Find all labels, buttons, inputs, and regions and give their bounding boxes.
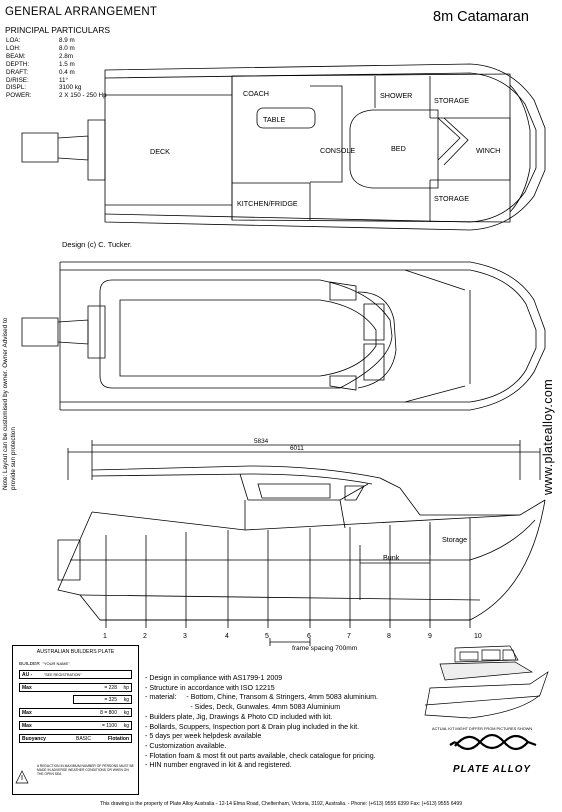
frame-number: 7 [347,633,351,640]
note-item: - 5 days per week helpdesk available [145,732,262,741]
plan-label-table: TABLE [263,115,285,124]
warning-triangle-icon [15,770,29,784]
dimension-6011: 6011 [290,445,304,452]
frame-number: 2 [143,633,147,640]
plan-label-storage-top: STORAGE [434,96,469,105]
plan-label-shower: SHOWER [380,91,412,100]
frame-spacing-label: frame spacing 700mm [292,645,358,652]
particular-row: BEAM:2.8m [6,52,73,60]
note-item: - Design in compliance with AS1799-1 200… [145,674,283,682]
frame-number: 1 [103,633,107,640]
plan-label-kitchen: KITCHEN/FRIDGE [237,199,298,208]
frame-number: 6 [307,633,311,640]
model-title: 8m Catamaran [433,9,529,25]
profile-view [57,440,546,646]
note-item: - Flotation foam & most fit out parts av… [145,751,376,760]
boat-render-sketch [424,645,549,719]
plan-label-storage-bottom: STORAGE [434,194,469,203]
particular-row: D/RISE:11° [6,76,69,84]
frame-number: 4 [225,633,229,640]
plan-label-winch: WINCH [476,146,500,155]
frame-number: 10 [474,633,482,640]
particular-row: DRAFT:0.4 m [6,68,75,76]
note-item: - Bollards, Scuppers, Inspection port & … [145,722,360,731]
frame-number: 3 [183,633,187,640]
particulars-table: LOA:8.9 m LOH:8.0 m BEAM:2.8m DEPTH:1.5 … [6,37,107,100]
note-item: - Sides, Deck, Gunwales. 4mm 5083 Alumin… [145,703,341,712]
plate-alloy-logo: PLATE ALLOY [453,764,531,775]
note-item: - Structure in accordance with ISO 12215 [145,683,275,692]
profile-label-bunk: Bunk [383,553,400,562]
frame-number: 5 [265,633,269,640]
note-item: - Builders plate, Jig, Drawings & Photo … [145,712,333,721]
specification-notes: - Design in compliance with AS1799-1 200… [145,674,445,771]
builders-plate: AUSTRALIAN BUILDERS PLATE BUILDER "YOUR … [12,645,139,795]
frame-number: 9 [428,633,432,640]
designer-credit: Design (c) C. Tucker. [62,240,133,249]
plate-alloy-logo-mark [449,733,537,751]
layout-note: Note: Layout can be customised by owner.… [2,317,17,490]
frame-number: 8 [387,633,391,640]
general-arrangement-title: GENERAL ARRANGEMENT [5,6,158,18]
builders-plate-title: AUSTRALIAN BUILDERS PLATE [36,649,115,655]
particular-row: LOA:8.9 m [6,37,75,44]
plate-warning-text: A REDUCTION IN MAXIMUM NUMBER OF PERSONS… [37,764,134,777]
principal-particulars-title: PRINCIPAL PARTICULARS [5,25,111,35]
plan-label-coach: COACH [243,89,269,98]
particular-row: LOH:8.0 m [6,44,75,52]
plan-label-console: CONSOLE [320,146,355,155]
website-link[interactable]: www.platealloy.com [541,378,555,495]
builder-field: BUILDER "YOUR NAME" [19,661,70,667]
note-item: - material: - Bottom, Chine, Transom & S… [145,693,378,702]
note-item: - HIN number engraved in kit & and regis… [145,761,292,770]
dimension-5834: 5834 [254,438,269,445]
plan-label-bed: BED [391,144,406,153]
note-item: - Customization available. [145,741,227,750]
plan-label-deck: DECK [150,147,170,156]
profile-label-storage: Storage [442,535,467,544]
particular-row: DEPTH:1.5 m [6,60,75,68]
particular-row: DISPL:3100 kg [6,84,82,92]
particular-row: POWER:2 X 150 - 250 Hp [6,92,107,100]
footer-property-notice: This drawing is the property of Plate Al… [99,801,463,807]
plan-view [21,63,546,231]
plate-row-au: AU -"SEE REGISTRATION" [19,670,132,679]
roof-plan-view [21,261,546,411]
kit-disclaimer: ACTUAL KIT MIGHT DIFFER FROM PICTURES SH… [432,726,533,731]
